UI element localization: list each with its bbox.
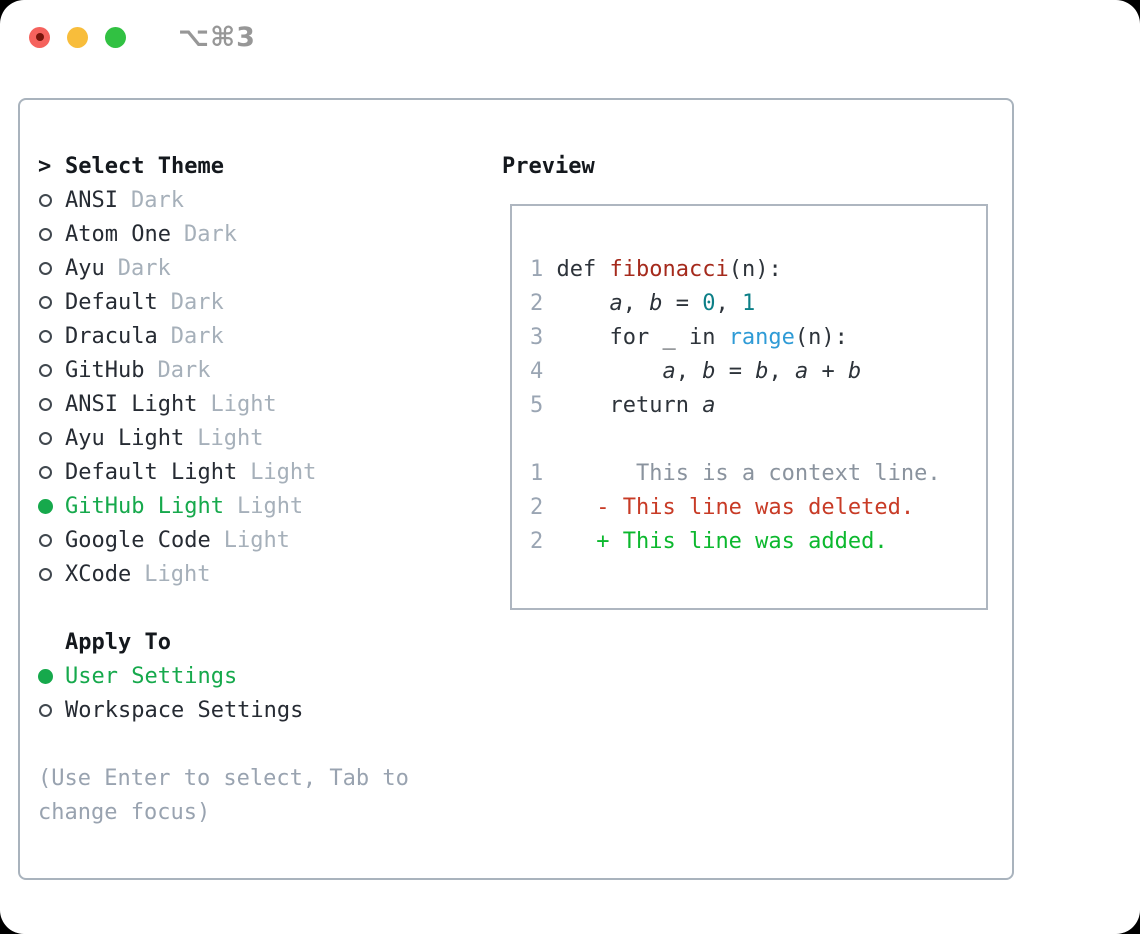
theme-option-ayu-light[interactable]: Ayu Light Light <box>38 421 409 455</box>
theme-option-ansi-light[interactable]: ANSI Light Light <box>38 387 409 421</box>
theme-option-dracula-dark[interactable]: Dracula Dark <box>38 319 409 353</box>
theme-option-github-dark[interactable]: GitHub Dark <box>38 353 409 387</box>
radio-unselected-icon <box>38 465 65 479</box>
select-theme-title: Select Theme <box>65 153 224 179</box>
select-theme-header: > Select Theme <box>38 149 409 183</box>
minimize-button[interactable] <box>67 26 88 48</box>
radio-unselected-icon <box>38 193 65 207</box>
radio-unselected-icon <box>38 567 65 581</box>
focus-caret: > <box>38 153 52 179</box>
diff-deleted-line: 2 - This line was deleted. <box>530 495 915 520</box>
radio-unselected-icon <box>38 329 65 343</box>
radio-unselected-icon <box>38 295 65 309</box>
apply-to-header: Apply To <box>38 625 409 659</box>
theme-option-xcode-light[interactable]: XCode Light <box>38 557 409 591</box>
theme-option-default-dark[interactable]: Default Dark <box>38 285 409 319</box>
radio-selected-icon <box>38 668 65 684</box>
preview-title: Preview <box>502 153 595 179</box>
radio-unselected-icon <box>38 533 65 547</box>
keyboard-hint-line1: (Use Enter to select, Tab to <box>38 765 409 791</box>
close-button[interactable] <box>29 26 50 48</box>
theme-option-ansi-dark[interactable]: ANSI Dark <box>38 183 409 217</box>
code-line: 1 def fibonacci(n): <box>530 257 782 282</box>
radio-unselected-icon <box>38 703 65 717</box>
theme-option-atom-one-dark[interactable]: Atom One Dark <box>38 217 409 251</box>
theme-option-google-code-light[interactable]: Google Code Light <box>38 523 409 557</box>
radio-selected-icon <box>38 498 65 514</box>
titlebar: ⌥⌘3 <box>29 22 256 53</box>
apply-option-user-settings[interactable]: User Settings <box>38 659 409 693</box>
blank-line <box>530 423 941 457</box>
code-line: 5 return a <box>530 393 716 418</box>
radio-unselected-icon <box>38 431 65 445</box>
theme-option-default-light[interactable]: Default Light Light <box>38 455 409 489</box>
code-line: 4 a, b = b, a + b <box>530 359 862 384</box>
diff-context-line: 1 This is a context line. <box>530 461 941 486</box>
radio-unselected-icon <box>38 261 65 275</box>
zoom-button[interactable] <box>105 26 126 48</box>
theme-list: > Select Theme ANSI Dark Atom One Dark A… <box>38 149 409 829</box>
code-line: 2 a, b = 0, 1 <box>530 291 756 316</box>
keyboard-hint-line2: change focus) <box>38 799 211 825</box>
window-title: ⌥⌘3 <box>178 21 256 53</box>
theme-picker-panel: > Select Theme ANSI Dark Atom One Dark A… <box>18 98 1014 880</box>
code-line: 3 for _ in range(n): <box>530 325 848 350</box>
code-preview: 1 def fibonacci(n): 2 a, b = 0, 1 3 for … <box>530 253 941 559</box>
apply-to-title: Apply To <box>65 629 171 655</box>
theme-option-github-light[interactable]: GitHub Light Light <box>38 489 409 523</box>
diff-added-line: 2 + This line was added. <box>530 529 888 554</box>
radio-unselected-icon <box>38 363 65 377</box>
radio-unselected-icon <box>38 397 65 411</box>
theme-option-ayu-dark[interactable]: Ayu Dark <box>38 251 409 285</box>
preview-pane: 1 def fibonacci(n): 2 a, b = 0, 1 3 for … <box>510 204 988 610</box>
apply-option-workspace-settings[interactable]: Workspace Settings <box>38 693 409 727</box>
radio-unselected-icon <box>38 227 65 241</box>
